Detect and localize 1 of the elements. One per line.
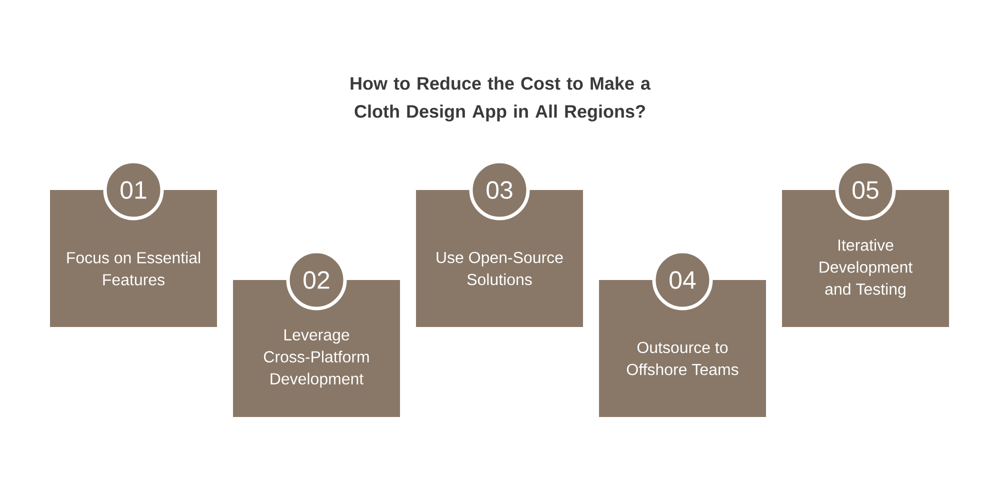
title: How to Reduce the Cost to Make a Cloth Design App in All Regions? [350, 76, 651, 122]
